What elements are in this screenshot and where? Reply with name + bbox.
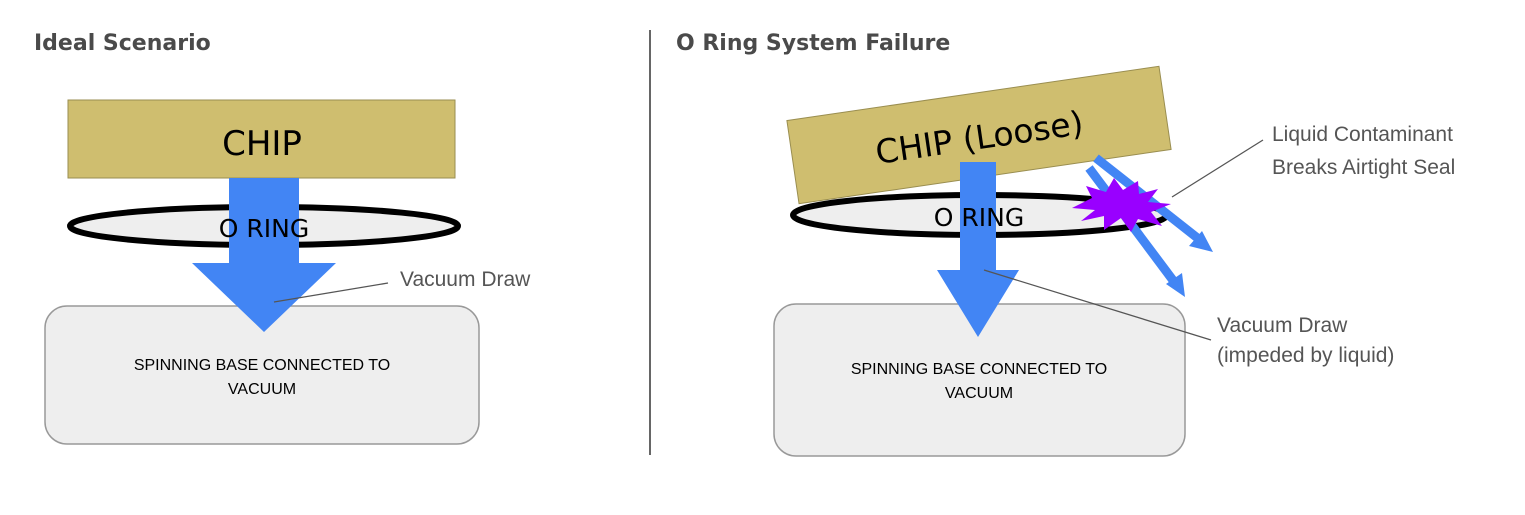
left-oring-label: O RING [219, 214, 309, 243]
left-chip-label: CHIP [222, 124, 302, 164]
right-oring-label: O RING [934, 203, 1024, 232]
right-heading: O Ring System Failure [676, 31, 951, 56]
left-chip [67, 99, 456, 179]
left-heading: Ideal Scenario [34, 31, 211, 56]
right-vacuum-label-line2: (impeded by liquid) [1217, 344, 1394, 367]
left-vacuum-arrow [192, 178, 336, 332]
right-contaminant-label-line2: Breaks Airtight Seal [1272, 156, 1455, 179]
right-base-label-line2: VACUUM [945, 385, 1013, 402]
right-vacuum-arrow [937, 162, 1019, 337]
right-base-label-line1: SPINNING BASE CONNECTED TO [851, 361, 1107, 378]
right-contaminant-callout-line [1171, 139, 1264, 198]
right-contaminant-label-line1: Liquid Contaminant [1272, 123, 1453, 146]
left-vacuum-label: Vacuum Draw [400, 268, 531, 291]
right-vacuum-callout-line [983, 269, 1212, 341]
left-vacuum-callout-line [273, 282, 389, 303]
right-vacuum-label-line1: Vacuum Draw [1217, 314, 1348, 337]
left-base-label-line1: SPINNING BASE CONNECTED TO [134, 357, 390, 374]
left-base-label-line2: VACUUM [228, 381, 296, 398]
right-contaminant-splash-icon [1072, 178, 1171, 232]
